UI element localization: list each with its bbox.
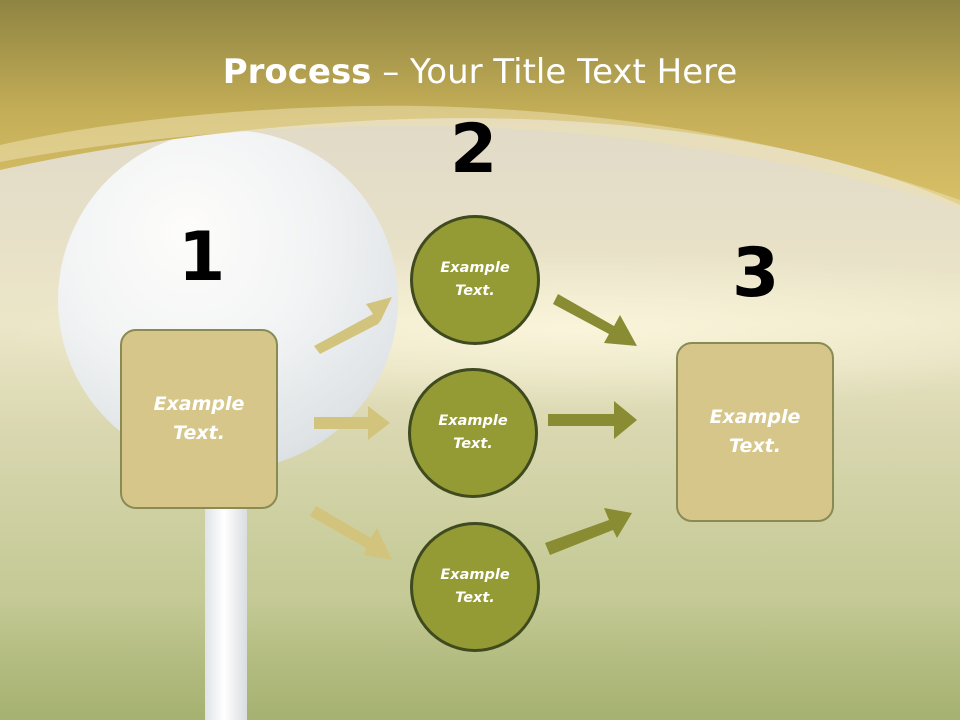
step-3-box: Example Text. (676, 342, 834, 522)
title-bold-text: Process (222, 52, 372, 92)
step-2-circle-middle: Example Text. (408, 368, 538, 498)
arrow-left-middle (314, 406, 390, 440)
step-number-3: 3 (732, 234, 780, 313)
step-1-text: Example Text. (153, 393, 245, 444)
circle-bottom-text: Example Text. (440, 567, 510, 606)
header-band (0, 0, 960, 208)
step-3-text: Example Text. (709, 406, 801, 457)
arrow-left-up (314, 297, 392, 354)
step-2-circle-bottom: Example Text. (410, 522, 540, 652)
slide-title: Process – Your Title Text Here (0, 52, 960, 92)
title-rest-text: – Your Title Text Here (371, 52, 738, 92)
step-number-2: 2 (450, 110, 498, 189)
step-number-1: 1 (178, 218, 226, 297)
step-1-box: Example Text. (120, 329, 278, 509)
golf-tee-image (205, 470, 247, 720)
arrow-left-down (310, 506, 392, 560)
step-2-circle-top: Example Text. (410, 215, 540, 345)
arrow-right-middle (548, 401, 637, 439)
arrow-right-up (545, 508, 632, 555)
circle-middle-text: Example Text. (438, 413, 508, 452)
arrow-right-down (553, 294, 637, 346)
circle-top-text: Example Text. (440, 260, 510, 299)
